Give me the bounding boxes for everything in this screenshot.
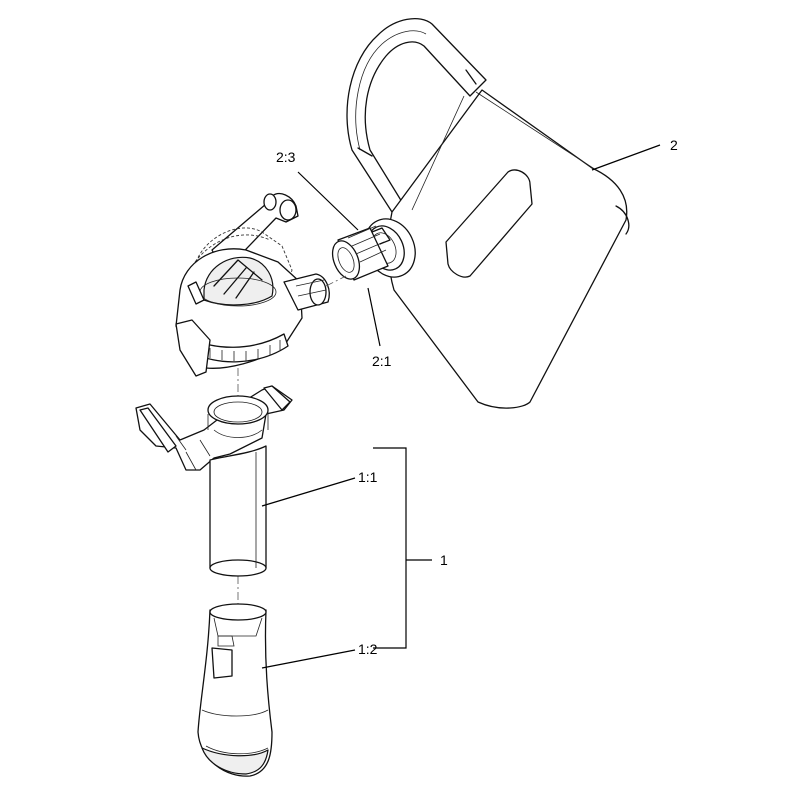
- collection-bag: [346, 17, 630, 409]
- blower-nozzle: [197, 603, 273, 777]
- bag-adapter-coupling: [331, 225, 391, 281]
- blower-housing: [175, 192, 330, 377]
- blower-tube: [209, 445, 267, 577]
- callout-1-2: 1:2: [358, 641, 378, 657]
- callout-2-3: 2:3: [276, 149, 296, 165]
- callout-1: 1: [440, 552, 448, 568]
- callout-1-1: 1:1: [358, 469, 378, 485]
- callout-leaders: [261, 144, 661, 669]
- assembly-axis: [237, 275, 347, 604]
- callout-2-1: 2:1: [372, 353, 392, 369]
- callout-2: 2: [670, 137, 678, 153]
- handle-collar: [135, 385, 293, 471]
